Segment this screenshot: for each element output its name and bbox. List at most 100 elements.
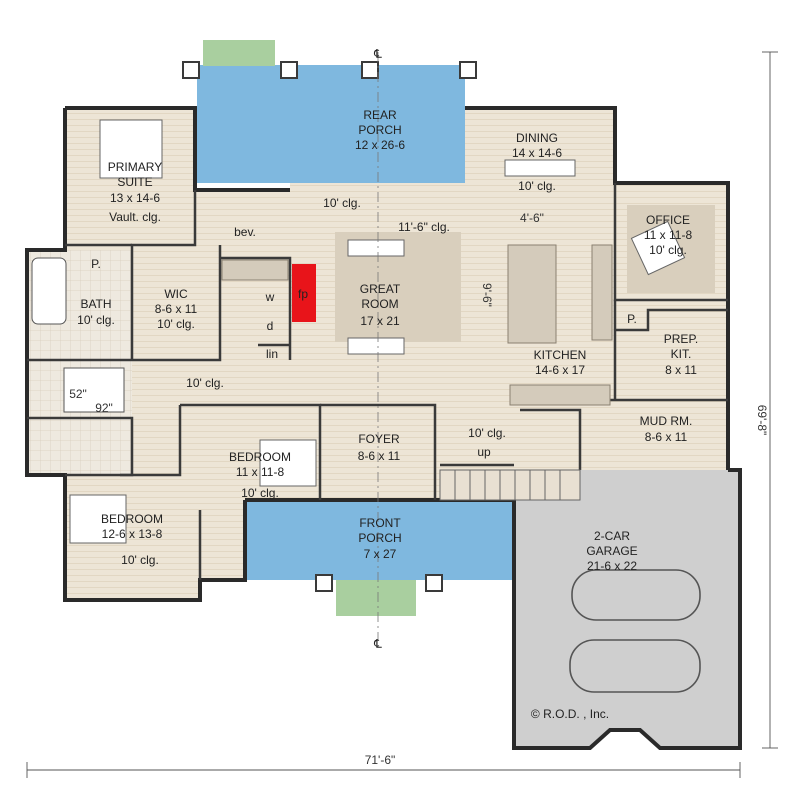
- svg-text:10' clg.: 10' clg.: [241, 486, 279, 500]
- label-linen: lin: [266, 347, 278, 361]
- front-porch: [245, 500, 513, 580]
- overall-depth: 69'-8": [755, 405, 769, 436]
- label-office: OFFICE 11 x 11-8 10' clg.: [644, 213, 693, 257]
- ceiling-great-room-tray: 11'-6" clg.: [398, 220, 450, 234]
- svg-text:10' clg.: 10' clg.: [518, 179, 556, 193]
- svg-text:REAR: REAR: [363, 108, 397, 122]
- label-p-bath: P. BATH 10' clg.: [77, 257, 115, 327]
- svg-text:PORCH: PORCH: [358, 531, 401, 545]
- svg-text:14-6 x 17: 14-6 x 17: [535, 363, 585, 377]
- bath-tub: [31, 257, 67, 325]
- sofa-top: [347, 239, 405, 257]
- svg-text:ROOM: ROOM: [361, 297, 398, 311]
- label-rear-porch: REAR PORCH 12 x 26-6: [355, 108, 405, 152]
- svg-text:Vault. clg.: Vault. clg.: [109, 210, 161, 224]
- svg-text:BATH: BATH: [80, 297, 111, 311]
- shower: [63, 367, 125, 413]
- svg-text:12 x 26-6: 12 x 26-6: [355, 138, 405, 152]
- interior-walls: [27, 183, 728, 580]
- svg-text:OFFICE: OFFICE: [646, 213, 690, 227]
- svg-text:PREP.: PREP.: [664, 332, 698, 346]
- svg-text:2-CAR: 2-CAR: [594, 529, 630, 543]
- ceiling-great-room-top: 10' clg.: [323, 196, 361, 210]
- bedroom-left-bed: [69, 494, 127, 544]
- svg-text:17 x 21: 17 x 21: [360, 314, 400, 328]
- dining-table: [504, 159, 576, 177]
- label-mud-room: MUD RM. 8-6 x 11: [640, 414, 693, 444]
- office-desk: [630, 220, 686, 276]
- copyright: © R.O.D. , Inc.: [531, 707, 609, 721]
- label-garage: 2-CAR GARAGE 21-6 x 22: [586, 529, 637, 573]
- svg-text:11 x 11-8: 11 x 11-8: [236, 465, 285, 479]
- svg-text:BEDROOM: BEDROOM: [101, 512, 163, 526]
- svg-text:KITCHEN: KITCHEN: [534, 348, 587, 362]
- kitchen-island: [507, 244, 557, 344]
- dimension-lines: [26, 51, 778, 778]
- svg-text:SUITE: SUITE: [117, 175, 152, 189]
- label-kitchen: KITCHEN 14-6 x 17: [534, 348, 587, 377]
- label-washer: w: [265, 290, 275, 304]
- svg-text:PORCH: PORCH: [358, 123, 401, 137]
- svg-text:WIC: WIC: [164, 287, 188, 301]
- svg-text:10' clg.: 10' clg.: [77, 313, 115, 327]
- svg-text:21-6 x 22: 21-6 x 22: [587, 559, 637, 573]
- svg-text:10' clg.: 10' clg.: [157, 317, 195, 331]
- dim-island-width: 4'-6": [520, 211, 544, 225]
- garage-cars: [569, 569, 701, 693]
- label-bev: bev.: [234, 225, 256, 239]
- rear-steps-grass: [203, 40, 275, 66]
- svg-text:13 x 14-6: 13 x 14-6: [110, 191, 160, 205]
- dim-island-length: 9'-6": [480, 283, 494, 307]
- svg-text:MUD RM.: MUD RM.: [640, 414, 693, 428]
- garage-floor: [514, 470, 740, 748]
- centerline-symbol-top: ℄: [373, 47, 382, 61]
- svg-text:14 x 14-6: 14 x 14-6: [512, 146, 562, 160]
- svg-text:12-6 x 13-8: 12-6 x 13-8: [102, 527, 163, 541]
- svg-text:P.: P.: [91, 257, 101, 271]
- label-pantry: P.: [627, 312, 637, 326]
- svg-text:10' clg.: 10' clg.: [121, 553, 159, 567]
- svg-text:7 x 27: 7 x 27: [364, 547, 397, 561]
- label-bedroom-mid: BEDROOM 11 x 11-8 10' clg.: [229, 450, 291, 500]
- svg-text:8-6 x 11: 8-6 x 11: [358, 449, 401, 463]
- primary-bed: [99, 119, 163, 179]
- svg-text:11 x 11-8: 11 x 11-8: [644, 228, 693, 242]
- front-steps-grass: [336, 580, 416, 616]
- bedroom-bed: [259, 439, 317, 487]
- centerline-symbol-bottom: ℄: [373, 637, 382, 651]
- overall-width: 71'-6": [365, 753, 396, 767]
- label-dining: DINING 14 x 14-6 10' clg.: [512, 131, 562, 193]
- stairs: [439, 469, 581, 501]
- stairs-up-label: up: [477, 445, 491, 459]
- ceiling-hall: 10' clg.: [186, 376, 224, 390]
- svg-text:GARAGE: GARAGE: [586, 544, 637, 558]
- label-bedroom-left: BEDROOM 12-6 x 13-8 10' clg.: [101, 512, 163, 567]
- svg-text:FOYER: FOYER: [358, 432, 400, 446]
- svg-text:10' clg.: 10' clg.: [649, 243, 687, 257]
- label-primary-suite: PRIMARY SUITE 13 x 14-6 Vault. clg.: [108, 160, 162, 224]
- rear-porch: [197, 65, 465, 183]
- fireplace: [292, 264, 316, 322]
- label-wic: WIC 8-6 x 11 10' clg.: [155, 287, 198, 331]
- columns: [182, 61, 477, 592]
- kitchen-back-counter: [591, 244, 613, 341]
- label-prep-kit: PREP. KIT. 8 x 11: [664, 332, 698, 377]
- svg-text:8-6 x 11: 8-6 x 11: [645, 430, 688, 444]
- shower-dim-width: 52": [69, 387, 87, 401]
- svg-text:PRIMARY: PRIMARY: [108, 160, 162, 174]
- svg-text:8 x 11: 8 x 11: [665, 363, 697, 377]
- kitchen-lower-counter: [509, 384, 611, 406]
- svg-text:BEDROOM: BEDROOM: [229, 450, 291, 464]
- laundry-counter: [221, 259, 289, 281]
- svg-text:FRONT: FRONT: [359, 516, 401, 530]
- label-foyer: FOYER 8-6 x 11: [358, 432, 401, 463]
- label-dryer: d: [267, 319, 274, 333]
- sofa-bottom: [347, 337, 405, 355]
- label-fireplace: fp: [298, 287, 308, 301]
- svg-text:8-6 x 11: 8-6 x 11: [155, 302, 198, 316]
- shower-dim-length: 92": [95, 401, 113, 415]
- svg-text:KIT.: KIT.: [671, 347, 692, 361]
- label-front-porch: FRONT PORCH 7 x 27: [358, 516, 401, 561]
- svg-text:GREAT: GREAT: [360, 282, 401, 296]
